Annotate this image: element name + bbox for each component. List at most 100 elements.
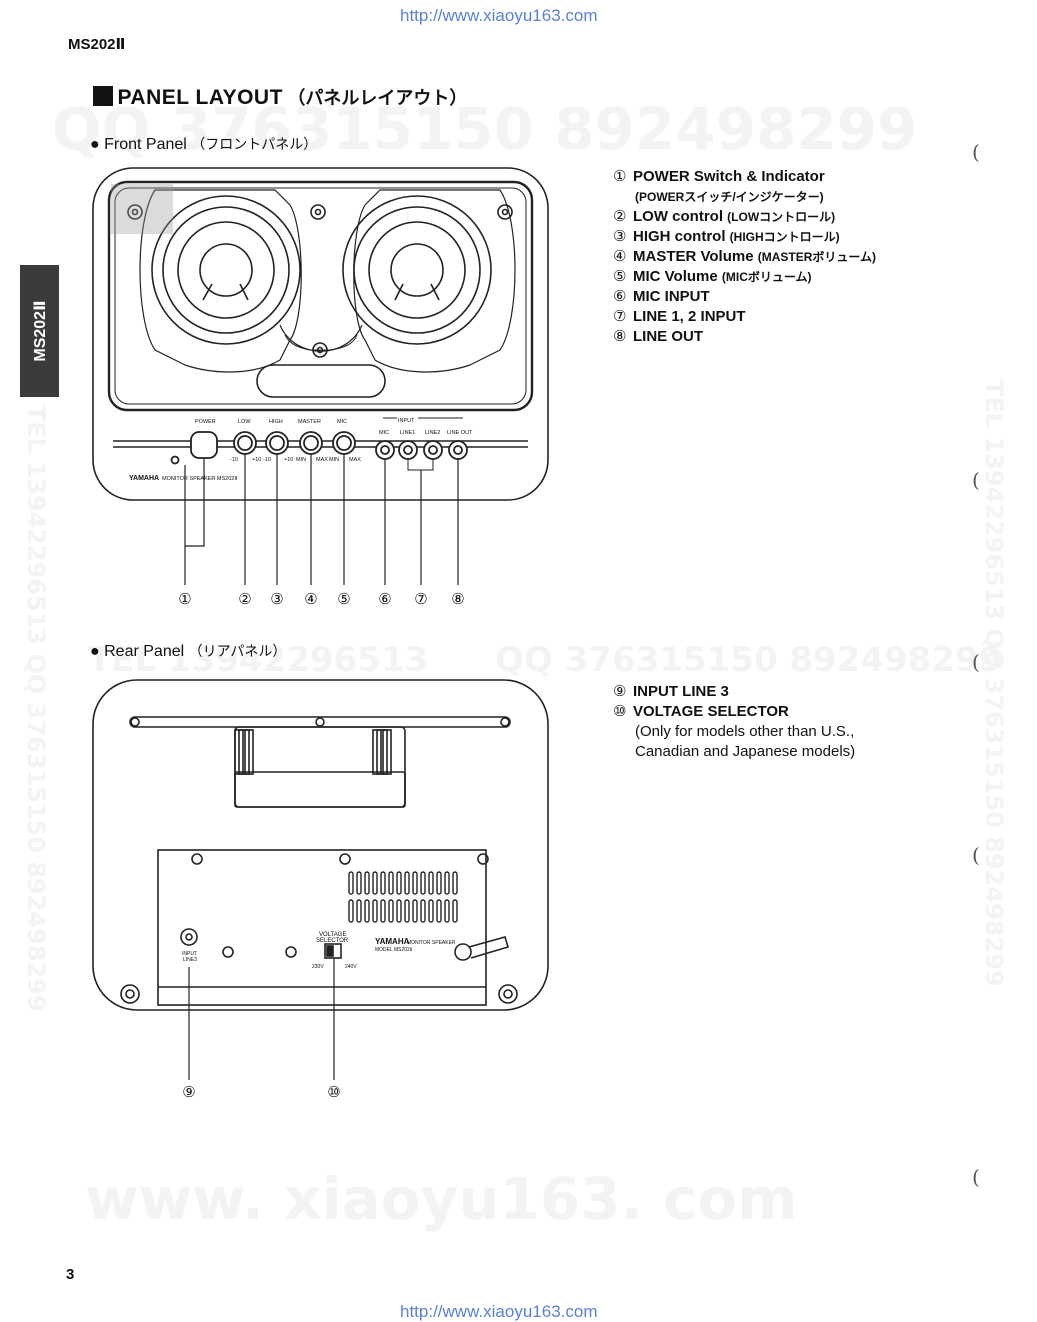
label-mic: MIC <box>337 419 347 425</box>
scale-master-l: MIN <box>296 457 306 463</box>
callout-1: ① <box>178 591 191 608</box>
label-input: INPUT <box>182 951 197 957</box>
watermark-right-vertical: TEL 13942296513 QQ 376315150 892498299 <box>980 380 1008 987</box>
watermark-qq-mid: QQ 376315150 892498299 <box>495 640 1003 680</box>
bottom-url-link[interactable]: http://www.xiaoyu163.com <box>400 1302 598 1321</box>
rear-brand: YAMAHA <box>375 937 410 946</box>
callout-9: ⑨ <box>182 1084 195 1101</box>
callout-2: ② <box>238 591 251 608</box>
callout-3: ③ <box>270 591 283 608</box>
margin-mark: ( <box>972 468 980 492</box>
back-plate <box>157 849 487 1006</box>
label-selector: SELECTOR <box>316 938 349 944</box>
label-line1: LINE1 <box>400 430 415 436</box>
title-jp: （パネルレイアウト） <box>287 88 468 108</box>
label-mic2: MIC <box>379 430 389 436</box>
rear-model-2: MODEL MS202Ⅱ <box>375 947 412 953</box>
scale-high-l: -10 <box>263 457 271 463</box>
margin-mark: ( <box>972 140 980 164</box>
speaker-grille-frame <box>107 180 534 412</box>
callout-6: ⑥ <box>378 591 391 608</box>
model-header: MS202Ⅱ <box>68 36 126 53</box>
watermark-site: www. xiaoyu163. com <box>85 1165 798 1233</box>
callout-10: ⑩ <box>327 1084 340 1101</box>
handle-stand <box>234 726 406 808</box>
label-230v: 230V <box>312 964 324 970</box>
callout-4: ④ <box>304 591 317 608</box>
rear-panel-heading: ● Rear Panel （リアパネル） <box>90 641 286 661</box>
margin-mark: ( <box>972 843 980 867</box>
label-low: LOW <box>238 419 251 425</box>
label-master: MASTER <box>298 419 321 425</box>
legend-note: (Only for models other than U.S., <box>635 723 855 740</box>
right-woofer-ring <box>342 195 492 345</box>
power-cord <box>454 943 472 961</box>
front-panel-heading: ● Front Panel （フロントパネル） <box>90 134 317 154</box>
watermark-qq-top: QQ 376315150 892498299 <box>52 95 918 163</box>
power-indicator <box>170 455 180 465</box>
scale-master-r: MAX <box>316 457 328 463</box>
watermark-left-vertical: TEL 13942296513 QQ 376315150 892498299 <box>22 405 50 1012</box>
label-power: POWER <box>195 419 216 425</box>
corner-shade <box>111 184 173 234</box>
label-input: INPUT <box>398 418 415 424</box>
label-model: MONITOR SPEAKER MS202Ⅱ <box>162 476 237 482</box>
label-240v: 240V <box>345 964 357 970</box>
page-number: 3 <box>66 1266 75 1283</box>
voltage-switch <box>324 943 342 959</box>
front-panel-diagram: POWER LOW HIGH MASTER MIC INPUT MIC LINE… <box>92 167 549 608</box>
label-lineout: LINE OUT <box>447 430 473 436</box>
top-url-link[interactable]: http://www.xiaoyu163.com <box>400 6 598 25</box>
front-outer-case <box>92 167 549 501</box>
label-voltage: VOLTAGE <box>319 932 346 938</box>
scale-low-l: -10 <box>230 457 238 463</box>
margin-mark: ( <box>972 1165 980 1189</box>
title-text: PANEL LAYOUT <box>117 86 283 109</box>
label-high: HIGH <box>269 419 283 425</box>
scale-mic-r: MAX <box>349 457 361 463</box>
rear-outer-case <box>92 679 549 1011</box>
legend-item-jp: (POWERスイッチ/インジケーター) <box>635 190 824 204</box>
side-tab: MS202Ⅱ <box>20 265 59 397</box>
scale-mic-l: MIN <box>329 457 339 463</box>
rear-panel-diagram: VOLTAGE SELECTOR 230V 240V INPUT LINE3 Y… <box>92 679 549 1101</box>
side-tab-label: MS202Ⅱ <box>31 300 49 362</box>
rear-panel-jp: （リアパネル） <box>188 643 287 659</box>
callout-5: ⑤ <box>337 591 350 608</box>
bullet-icon: ● <box>90 136 100 153</box>
power-switch <box>190 431 218 459</box>
callout-7: ⑦ <box>414 591 427 608</box>
label-brand: YAMAHA <box>129 475 159 482</box>
bullet-icon: ● <box>90 643 100 660</box>
margin-mark: ( <box>972 650 980 674</box>
vent-slots <box>348 871 458 923</box>
front-panel-jp: （フロントパネル） <box>191 136 318 152</box>
input-line3-jack <box>180 928 198 946</box>
legend-note: Canadian and Japanese models) <box>635 743 856 760</box>
rear-panel-label: Rear Panel <box>104 643 185 660</box>
watermark-tel: TEL 13942296513 <box>88 640 429 680</box>
label-line3: LINE3 <box>183 957 197 963</box>
left-woofer-ring <box>151 195 301 345</box>
center-badge-slot <box>256 364 386 398</box>
label-line2: LINE2 <box>425 430 440 436</box>
section-title: PANEL LAYOUT （パネルレイアウト） <box>93 84 467 110</box>
scale-low-r: +10 <box>252 457 261 463</box>
callout-8: ⑧ <box>451 591 464 608</box>
scale-high-r: +10 <box>284 457 293 463</box>
front-panel-label: Front Panel <box>104 136 187 153</box>
rear-model: MONITOR SPEAKER <box>407 940 456 946</box>
title-square-icon <box>93 86 113 106</box>
